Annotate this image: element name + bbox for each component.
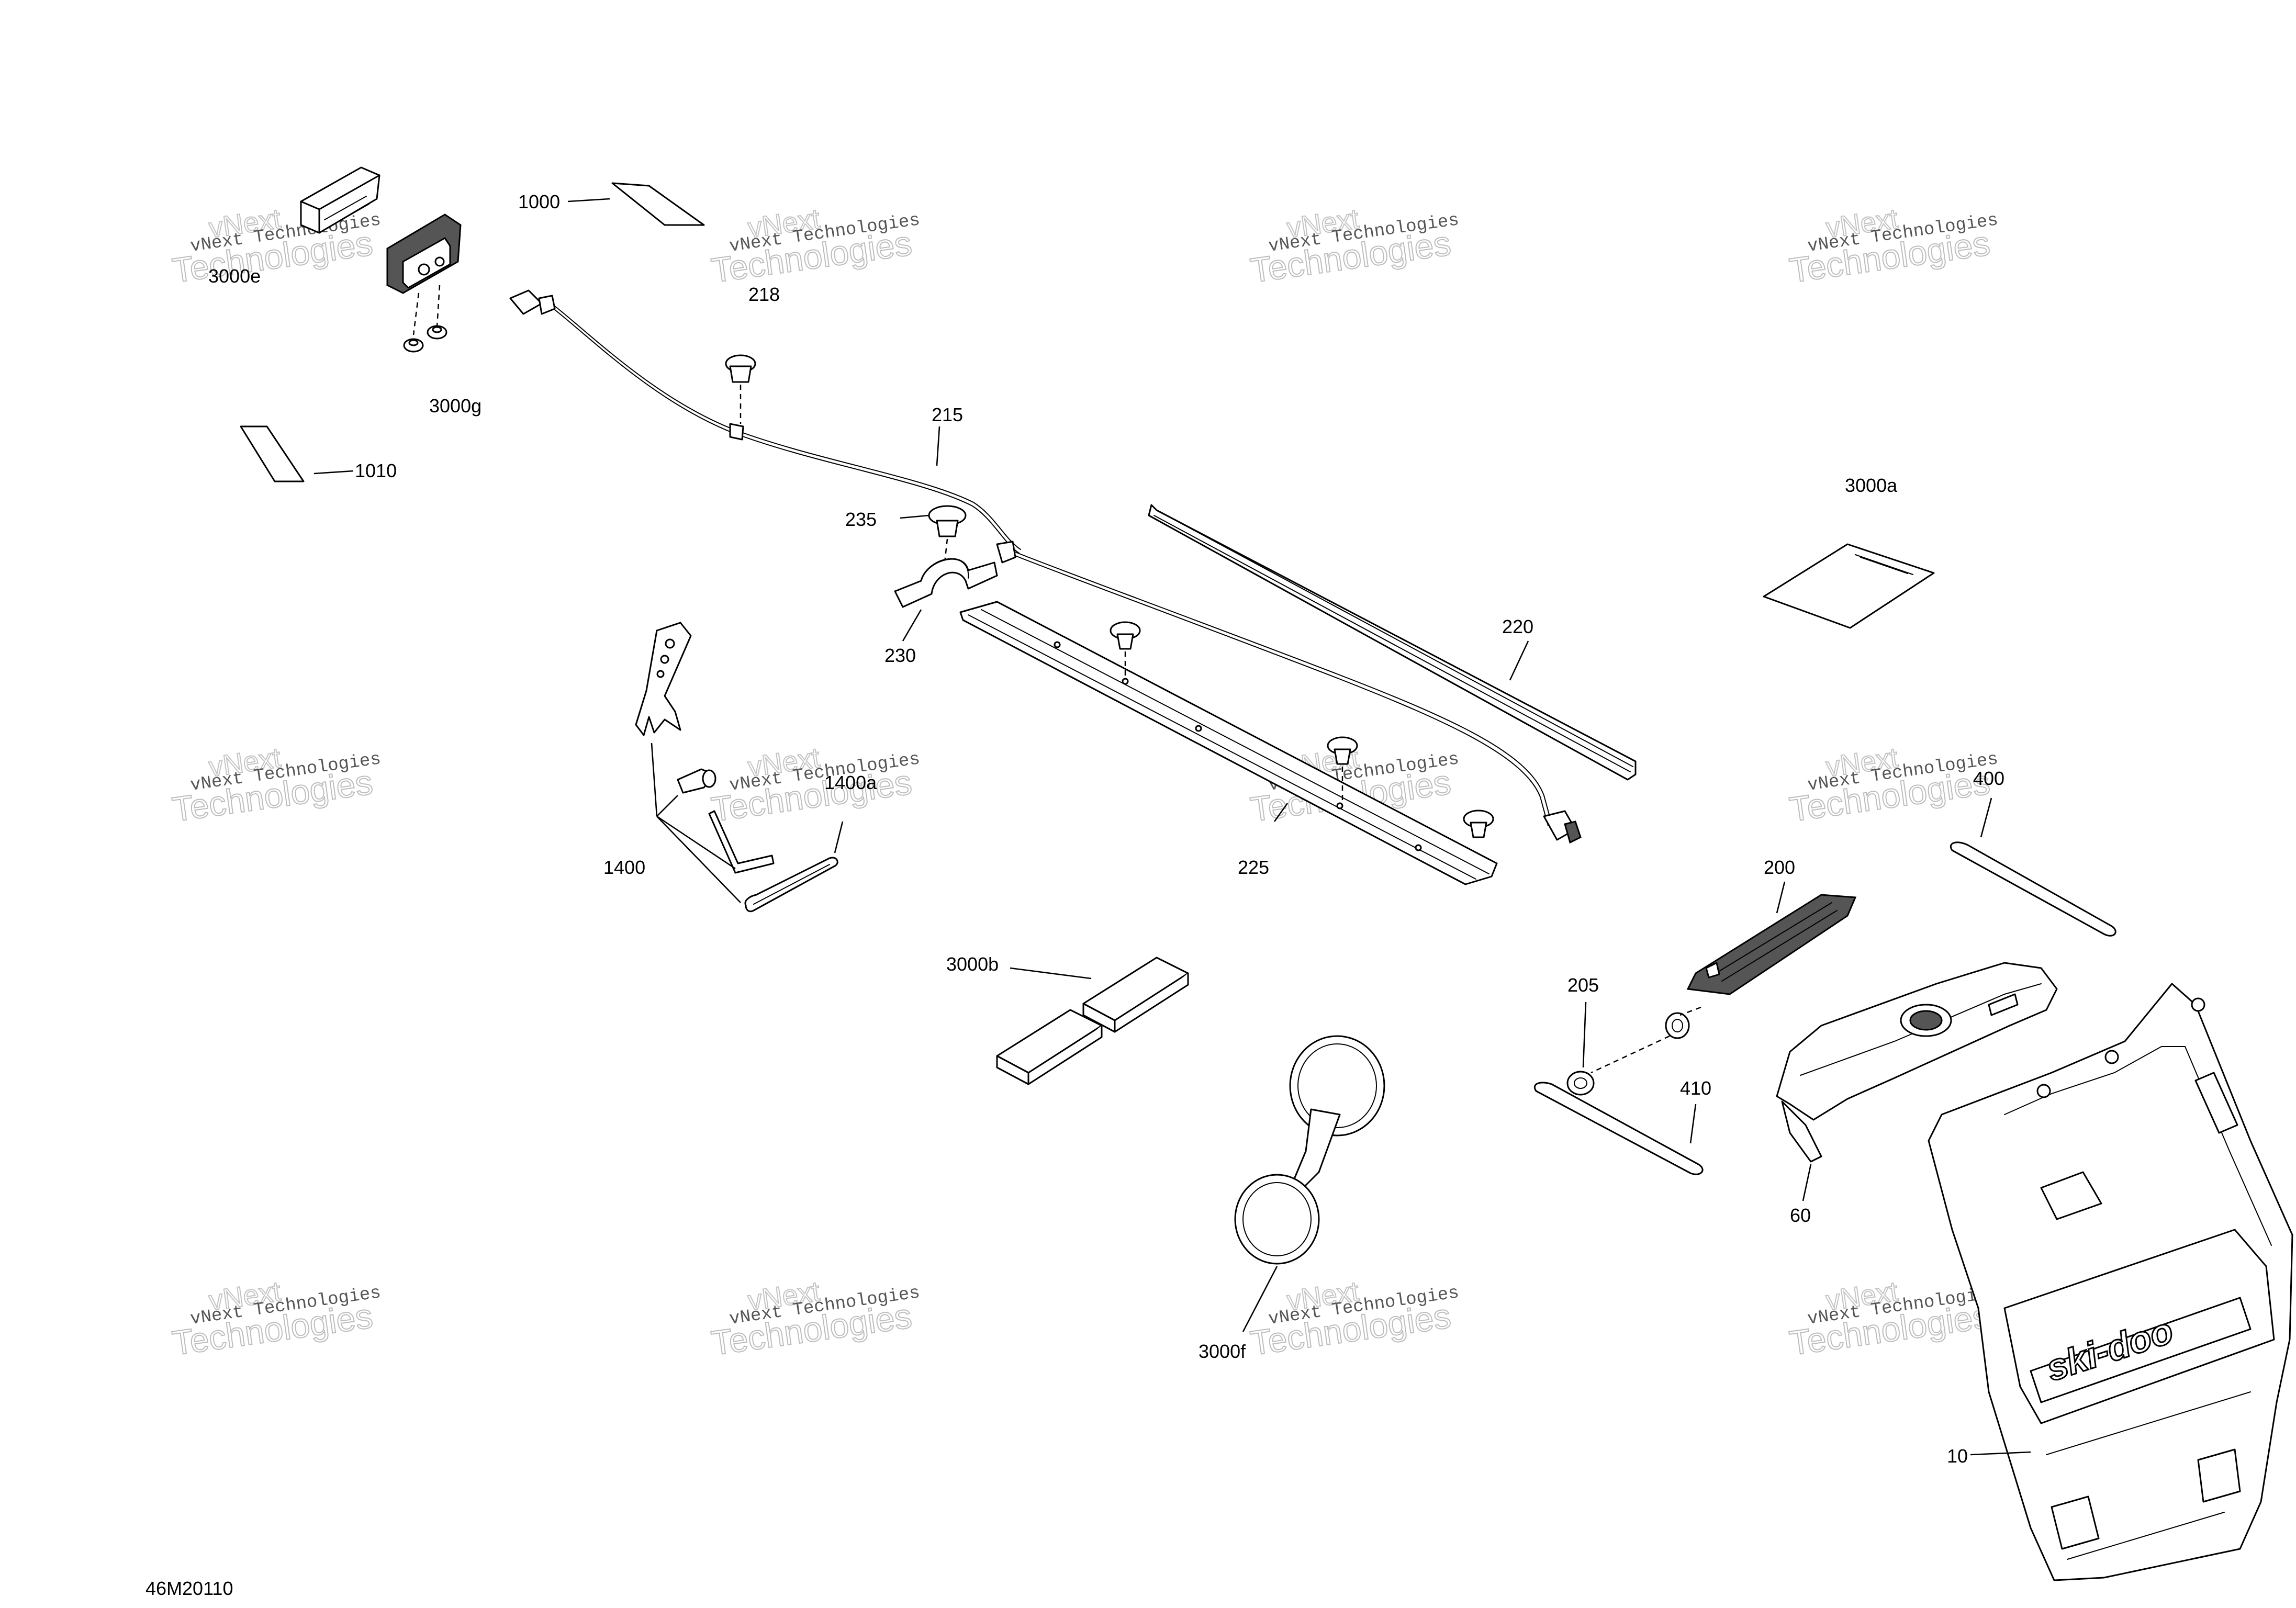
callout-400: 400 [1973, 768, 2004, 789]
part-3000b-pads [996, 957, 1189, 1085]
watermark: vNext vNext Technologies Technologies [709, 203, 922, 290]
watermark: vNext vNext Technologies Technologies [1787, 203, 2000, 290]
part-1010-decal [240, 425, 305, 482]
part-1400-bit [677, 768, 716, 794]
part-60-light-housing [1776, 962, 2058, 1163]
callout-220: 220 [1502, 616, 1533, 637]
part-3000a-manual [1763, 543, 1935, 629]
callout-10: 10 [1947, 1445, 1968, 1467]
watermark: vNext vNext Technologies Technologies [170, 741, 383, 829]
part-3000f-horn [1234, 1035, 1385, 1265]
part-3000e-clip-top [300, 166, 380, 234]
leader-lines [313, 198, 2031, 1456]
callout-60: 60 [1790, 1205, 1811, 1226]
part-215-wiring-harness [509, 289, 1582, 844]
part-205-fasteners [1566, 1006, 1701, 1096]
part-1400-wrench [635, 622, 692, 736]
callout-3000b: 3000b [946, 953, 999, 975]
watermark: vNext vNext Technologies Technologies [1248, 1275, 1461, 1363]
callout-1400a: 1400a [824, 772, 877, 793]
part-400-reflector [1950, 841, 2116, 937]
part-410-reflector [1534, 1082, 1704, 1175]
part-225-screws [1110, 621, 1494, 838]
callout-1000: 1000 [518, 191, 560, 212]
part-1400a-strap [744, 857, 838, 913]
callout-218: 218 [748, 284, 780, 305]
watermark: vNext vNext Technologies Technologies [1248, 203, 1461, 290]
callout-410: 410 [1680, 1077, 1711, 1099]
callout-3000f: 3000f [1199, 1341, 1246, 1362]
part-218-screw [725, 354, 756, 424]
callout-labels: 1000 3000e 3000g 1010 218 215 235 230 22… [208, 191, 2004, 1467]
part-3000e-clip-base [386, 213, 462, 294]
watermark: vNext vNext Technologies Technologies [709, 741, 922, 829]
watermark: vNext vNext Technologies Technologies [709, 1275, 922, 1363]
part-3000g-screws [403, 285, 447, 353]
callout-215: 215 [932, 404, 963, 425]
part-1000-decal [611, 182, 705, 226]
part-200-taillight [1686, 894, 1857, 995]
callout-3000g: 3000g [429, 395, 481, 417]
callout-205: 205 [1567, 974, 1599, 996]
part-10-snow-flap: ski-doo [1928, 983, 2293, 1581]
part-235-screw [928, 505, 967, 563]
callout-235: 235 [845, 509, 877, 530]
part-230-clamp [894, 558, 998, 608]
watermarks: vNext vNext Technologies Technologies vN… [170, 203, 2000, 1363]
document-id: 46M20110 [145, 1578, 233, 1599]
part-225-rail [959, 601, 1498, 885]
callout-1400: 1400 [603, 857, 645, 878]
part-1400-hex-key [708, 810, 775, 874]
watermark: vNext vNext Technologies Technologies [170, 1275, 383, 1363]
watermark: vNext vNext Technologies Technologies [1787, 741, 2000, 829]
callout-230: 230 [884, 645, 916, 666]
callout-200: 200 [1764, 857, 1795, 878]
part-220-rail-strip [1148, 504, 1637, 781]
callout-3000e: 3000e [208, 265, 261, 287]
callout-225: 225 [1238, 857, 1269, 878]
callout-1010: 1010 [355, 460, 397, 481]
callout-3000a: 3000a [1845, 475, 1898, 496]
